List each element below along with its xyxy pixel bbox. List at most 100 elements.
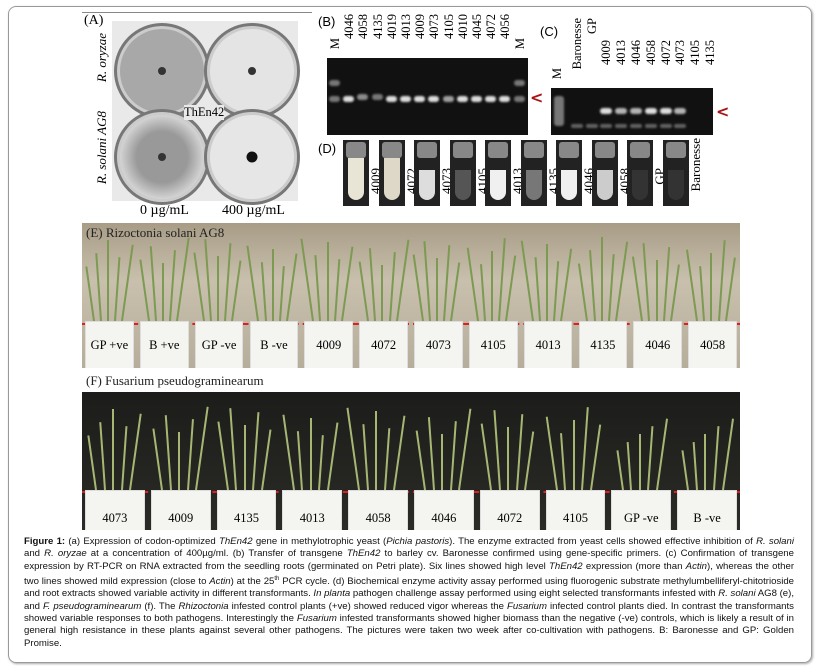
plant-leaf [632, 256, 644, 322]
gel-band [329, 80, 340, 86]
plant-leaf [169, 250, 177, 322]
pot-label: 4058 [348, 490, 408, 530]
plant-leaf [458, 408, 472, 491]
plant-leaf [369, 248, 377, 322]
gel-band [674, 108, 687, 114]
plant-leaf [520, 240, 534, 322]
plant-leaf [449, 421, 457, 491]
lane-label: 4013 [614, 40, 629, 65]
lane-label: 4010 [455, 14, 470, 39]
plant-leaf [412, 254, 424, 322]
plant-leaf [681, 450, 690, 491]
soil-line [82, 323, 740, 325]
plant-leaf [326, 422, 339, 491]
lane-label: 4009 [413, 14, 428, 39]
caption-segment: ) at the 25 [230, 576, 275, 588]
tube-fill [454, 170, 471, 200]
plant-leaf [713, 426, 720, 491]
plant-leaf [260, 429, 272, 491]
band-arrow-icon: < [716, 102, 730, 121]
plant-leaf [710, 253, 713, 321]
lane-label: 4009 [599, 40, 614, 65]
plant-leaf [491, 251, 494, 321]
gel-band [414, 96, 426, 102]
gel-band [674, 124, 687, 128]
gel-band [456, 96, 468, 102]
tube-fill [632, 170, 648, 200]
plant-leaf [112, 409, 115, 490]
tube-fill [596, 170, 613, 200]
plant-leaf [129, 413, 143, 491]
plant-leaf [95, 253, 103, 322]
sample-tube [414, 140, 440, 206]
lane-label: 4019 [384, 14, 399, 39]
panel-f-title: (F) Fusarium pseudograminearum [86, 373, 264, 389]
lane-label: 4046 [629, 40, 643, 65]
caption-segment: (a) Expression of codon-optimized [68, 536, 219, 547]
plant-leaf [178, 432, 181, 490]
tube-cap [559, 142, 579, 158]
plant-leaf [243, 425, 246, 490]
plant-leaf [333, 259, 340, 322]
marker-ladder [554, 96, 564, 126]
plant-leaf [443, 245, 451, 322]
figure-caption: Figure 1: (a) Expression of codon-optimi… [24, 536, 794, 650]
caption-segment: Fusarium [506, 600, 547, 612]
lane-label: 4105 [441, 14, 456, 39]
pot-label: B -ve [249, 321, 299, 368]
plant-leaf [450, 262, 461, 322]
pot-label: 4046 [633, 321, 683, 368]
plant-leaf [314, 255, 322, 322]
plant-leaf [340, 246, 354, 322]
plant-leaf [278, 266, 285, 322]
pot-label: 4013 [523, 321, 573, 368]
pot-label: 4135 [578, 321, 628, 368]
col-label-0: 0 µg/mL [140, 203, 189, 218]
tube-fill [419, 170, 435, 200]
gel-c [551, 88, 713, 135]
gel-band [659, 108, 672, 114]
plant-leaf [692, 442, 698, 491]
panel-e-title: (E) Rizoctonia solani AG8 [86, 225, 224, 241]
pot-label: 4105 [468, 321, 518, 368]
plant-leaf [534, 257, 541, 322]
plant-leaf [384, 428, 391, 491]
plant-leaf [395, 239, 410, 322]
plant-leaf [724, 257, 736, 322]
plant-leaf [346, 407, 361, 491]
panel-a-label: (A) [84, 13, 104, 28]
pot-label: 4046 [414, 490, 474, 530]
gel-band [600, 124, 613, 128]
plant-leaf [388, 252, 396, 322]
plant-leaf [581, 407, 590, 491]
plant-leaf [296, 431, 304, 491]
gel-band [471, 96, 482, 102]
tube-cap [346, 142, 366, 158]
caption-segment: Actin [209, 576, 231, 588]
lane-label: 4046 [342, 14, 357, 39]
plant-leaf [231, 260, 242, 322]
plant-leaf [375, 411, 378, 490]
plant-leaf [162, 263, 165, 321]
row-label-solani: R. solani AG8 [94, 111, 110, 184]
caption-segment: pathogen challenge assay performed using… [350, 588, 719, 600]
gel-band [630, 124, 642, 128]
caption-segment: Figure 1: [24, 536, 69, 547]
plant-leaf [614, 241, 629, 322]
panel-b-label: (B) [318, 14, 336, 29]
lane-label: M [328, 38, 342, 50]
tube-label: Baronesse [687, 138, 703, 192]
plant-leaf [553, 261, 560, 322]
gel-band [442, 96, 454, 102]
gel-band [513, 80, 525, 86]
sample-tube [378, 140, 405, 206]
lane-label: 4056 [498, 14, 513, 39]
lane-label: M [550, 68, 564, 80]
caption-segment: and [24, 548, 45, 560]
caption-segment: th [274, 575, 280, 582]
sample-tube [520, 140, 547, 206]
plant-leaf [466, 247, 479, 322]
plant-leaf [195, 406, 209, 491]
plant-leaf [642, 243, 651, 322]
